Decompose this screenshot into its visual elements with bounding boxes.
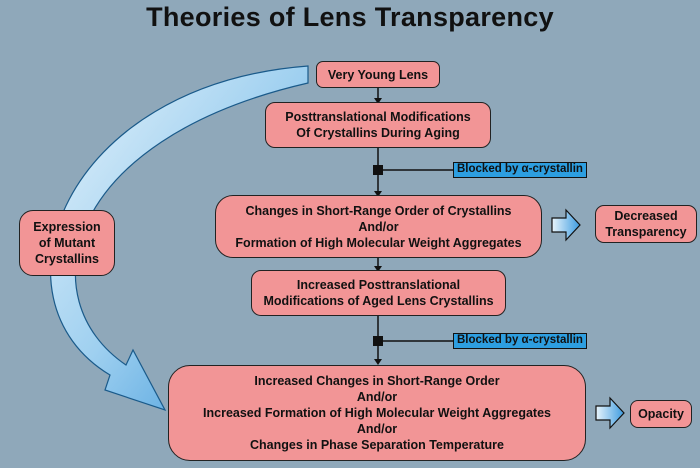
curved-mutant-arrow [49,65,309,412]
increased-posttranslational-box: Increased Posttranslational Modification… [251,270,506,316]
blocked-label-1: Blocked by α-crystallin [453,162,587,178]
changes-short-range-box: Changes in Short-Range Order of Crystall… [215,195,542,258]
posttranslational-box: Posttranslational Modifications Of Cryst… [265,102,491,148]
decreased-transparency-box: Decreased Transparency [595,205,697,243]
arrowhead [374,98,382,104]
arrowhead [374,266,382,272]
expression-mutant-crystallins-box: Expression of Mutant Crystallins [19,210,115,276]
block-marker [373,336,383,346]
diagram-title: Theories of Lens Transparency [146,2,554,32]
arrow-to-opacity [595,396,625,430]
very-young-lens-box: Very Young Lens [316,61,440,88]
increased-changes-box: Increased Changes in Short-Range Order A… [168,365,586,461]
arrow-to-decreased-transparency [551,208,581,242]
block-marker [373,165,383,175]
arrowhead [374,191,382,197]
opacity-box: Opacity [630,400,692,428]
blocked-label-2: Blocked by α-crystallin [453,333,587,349]
arrowhead [374,359,382,365]
